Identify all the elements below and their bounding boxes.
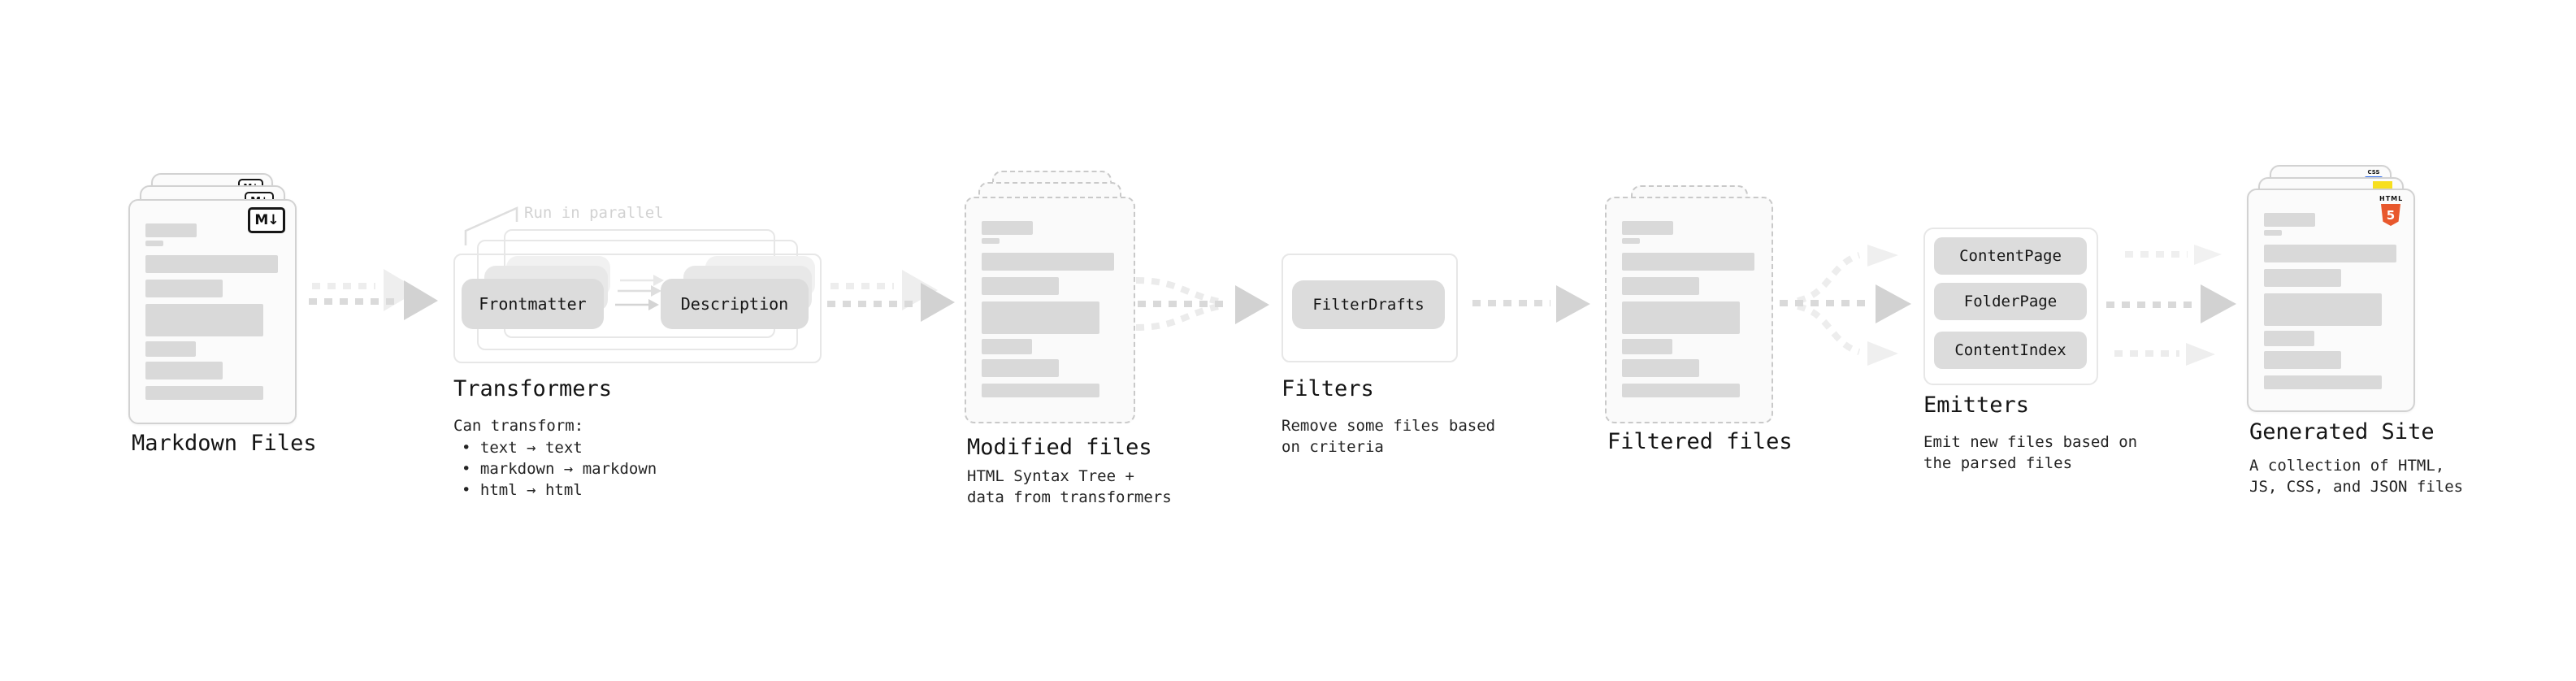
filtered-file-card-front xyxy=(1605,197,1773,423)
frontmatter-node: Frontmatter xyxy=(462,279,604,329)
modified-files-description: HTML Syntax Tree + data from transformer… xyxy=(967,466,1172,508)
arrow-markdown-to-transformers xyxy=(309,269,438,320)
modified-desc-line1: HTML Syntax Tree + xyxy=(967,467,1134,485)
filters-desc-line1: Remove some files based xyxy=(1281,417,1496,435)
transformers-box-front xyxy=(453,254,822,363)
generated-desc-line2: JS, CSS, and JSON files xyxy=(2249,478,2464,496)
generated-site-title: Generated Site xyxy=(2249,419,2435,445)
html5-icon-label: HTML xyxy=(2379,195,2404,202)
bullet-markdown-to-markdown: • markdown → markdown xyxy=(462,460,657,478)
arrow-modified-to-filters xyxy=(1135,277,1269,331)
filters-desc-line2: on criteria xyxy=(1281,438,1384,456)
transformers-title: Transformers xyxy=(453,376,613,401)
contentindex-node: ContentIndex xyxy=(1934,332,2087,369)
filtered-files-title: Filtered files xyxy=(1607,429,1793,454)
filterdrafts-node: FilterDrafts xyxy=(1292,280,1445,329)
emitters-title: Emitters xyxy=(1923,393,2030,418)
modified-file-card-front xyxy=(965,197,1135,423)
emitters-desc-line2: the parsed files xyxy=(1923,454,2073,472)
emitters-desc-line1: Emit new files based on xyxy=(1923,433,2138,451)
modified-files-title: Modified files xyxy=(967,435,1152,460)
filters-description: Remove some files based on criteria xyxy=(1281,415,1495,458)
skeleton-text-lines xyxy=(145,223,278,406)
folderpage-node: FolderPage xyxy=(1934,283,2087,320)
bullet-html-to-html: • html → html xyxy=(462,481,583,499)
arrow-filtered-to-emitters xyxy=(1780,245,1911,366)
emitters-description: Emit new files based on the parsed files xyxy=(1923,432,2137,474)
html5-icon-shield: 5 xyxy=(2381,204,2400,226)
generated-html-card-front: HTML 5 xyxy=(2247,189,2415,412)
skeleton-text-lines xyxy=(1622,221,1754,404)
generated-site-description: A collection of HTML, JS, CSS, and JSON … xyxy=(2249,455,2463,497)
parallel-flow-arrows-icon xyxy=(615,275,664,310)
run-in-parallel-bracket xyxy=(464,206,518,245)
filters-box xyxy=(1281,254,1458,362)
run-in-parallel-note: Run in parallel xyxy=(524,204,664,222)
transformers-description: Can transform: • text → text • markdown … xyxy=(453,415,657,501)
filters-title: Filters xyxy=(1281,376,1374,401)
generated-desc-line1: A collection of HTML, xyxy=(2249,457,2445,475)
contentpage-node: ContentPage xyxy=(1934,237,2087,275)
skeleton-text-lines xyxy=(982,221,1114,404)
arrow-filters-to-filtered xyxy=(1472,285,1590,323)
arrow-transformers-to-modified xyxy=(827,270,955,322)
html5-icon: HTML 5 xyxy=(2379,196,2402,226)
emitters-box xyxy=(1923,228,2098,385)
skeleton-text-lines xyxy=(2264,213,2396,396)
modified-desc-line2: data from transformers xyxy=(967,488,1172,506)
css-icon-label: CSS xyxy=(2367,169,2380,176)
markdown-icon: M↓ xyxy=(248,207,285,233)
bullet-text-to-text: • text → text xyxy=(462,439,583,457)
arrow-emitters-to-generated xyxy=(2106,245,2236,366)
markdown-file-card-front: M↓ xyxy=(128,199,297,424)
can-transform-heading: Can transform: xyxy=(453,417,584,435)
markdown-files-title: Markdown Files xyxy=(132,431,317,456)
description-node: Description xyxy=(661,279,809,329)
